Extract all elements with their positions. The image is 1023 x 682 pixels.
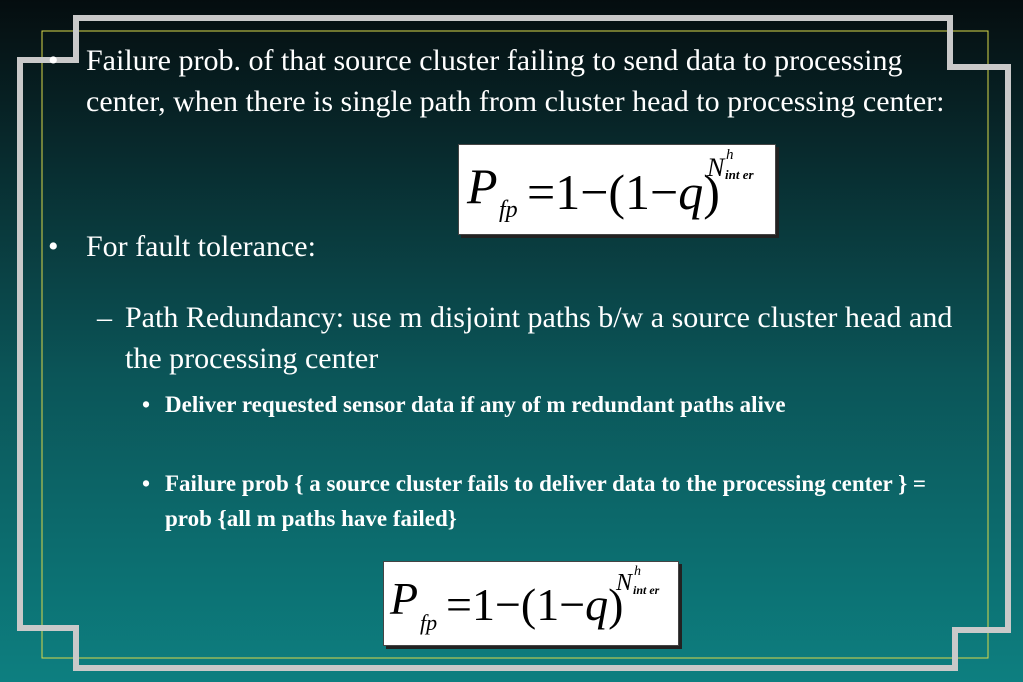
eq-exp-inter: int er [633,583,660,597]
bullet-marker: • [48,44,59,77]
subsub-bullet-text: Failure prob { a source cluster fails to… [165,471,926,531]
eq-body: =1−(1−q) [527,164,720,220]
dash-marker: – [97,301,112,334]
bullet-marker: • [48,230,59,263]
bullet-marker: • [142,392,151,417]
eq-exp-h: h [726,147,734,163]
eq-exp-h: h [634,564,641,579]
equation-box-top: P fp =1−(1−q) N h int er [458,144,776,235]
eq-subscript: fp [499,197,518,223]
bullet-text: For fault tolerance: [86,230,316,263]
eq-p: P [390,573,419,624]
sub-bullet-text: Path Redundancy: use m disjoint paths b/… [125,301,953,375]
eq-exp-n: N [616,570,633,596]
bullet-text: Failure prob. of that source cluster fai… [86,44,945,118]
subsub-bullet-text: Deliver requested sensor data if any of … [165,392,786,417]
eq-subscript: fp [420,610,438,635]
eq-exp-inter: int er [725,167,754,182]
eq-exp-n: N [707,153,725,182]
eq-body: =1−(1−q) [446,579,624,630]
eq-p: P [467,158,498,214]
yellow-border [41,30,989,659]
gray-frame [17,15,1011,671]
equation-box-bottom: P fp =1−(1−q) N h int er [383,561,679,646]
bullet-marker: • [142,471,151,496]
